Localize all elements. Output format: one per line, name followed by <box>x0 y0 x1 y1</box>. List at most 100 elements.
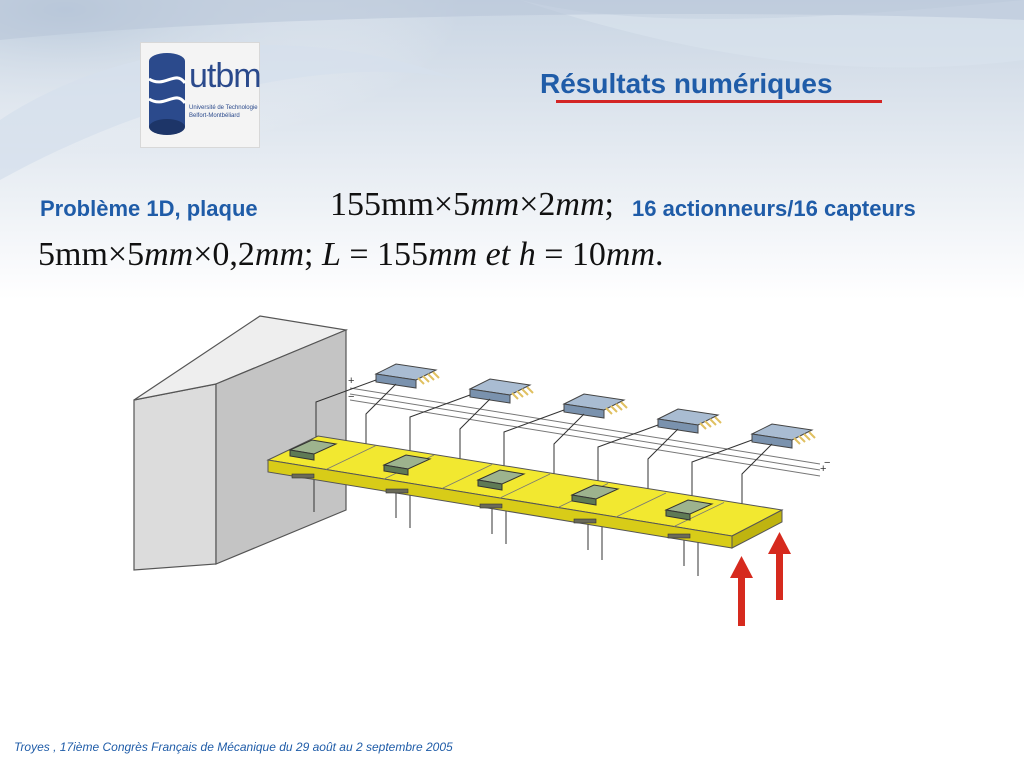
utbm-logo: utbm Université de Technologie Belfort-M… <box>140 42 262 148</box>
wire <box>597 424 659 492</box>
title-underline <box>556 100 882 103</box>
chip-pin <box>526 386 534 394</box>
length-value: = 155 <box>340 236 429 273</box>
segment-line <box>325 445 377 470</box>
piezo-patches <box>288 439 714 539</box>
actuator-sensor-count: 16 actionneurs/16 capteurs <box>632 196 916 221</box>
chip-pin <box>427 373 435 381</box>
patch-thickness: 0,2 <box>212 236 255 273</box>
logo-tagline: Université de Technologie <box>189 105 258 111</box>
piezo-patch <box>664 499 714 539</box>
chip-pin <box>798 435 806 443</box>
times-sign: × <box>433 186 454 223</box>
wiring-rails <box>349 387 821 477</box>
terminal-plus: + <box>820 463 826 475</box>
height-value: = 10 <box>535 236 606 273</box>
chip-pin <box>699 422 707 430</box>
unit: mm <box>144 236 194 273</box>
plate-dimensions-formula: 155mm×5mm×2mm; <box>330 186 614 224</box>
terminal-minus: − <box>824 457 830 469</box>
unit: mm <box>254 236 304 273</box>
chip-pin <box>615 403 623 411</box>
chip-pin <box>793 437 801 445</box>
patch-side <box>665 509 691 521</box>
patch-side <box>289 449 315 461</box>
chip-pin <box>709 418 717 426</box>
chip <box>750 423 816 449</box>
patch-length: 5mm <box>38 236 108 273</box>
times-sign: × <box>519 186 539 223</box>
footer-text: Troyes , 17ième Congrès Français de Méca… <box>14 740 453 754</box>
patch-bottom <box>385 488 409 494</box>
chip-pin <box>714 416 722 424</box>
piezo-patch <box>570 484 620 524</box>
wire <box>409 394 471 460</box>
semicolon: ; <box>604 186 614 223</box>
chip <box>562 393 628 419</box>
patch-bottom <box>291 473 315 479</box>
logo-word: utbm <box>189 57 262 95</box>
force-arrows <box>730 532 791 626</box>
piezo-patch <box>382 454 432 494</box>
dim-thickness: 2 <box>538 186 556 223</box>
chip-pin <box>417 377 425 385</box>
chip-side <box>563 403 605 419</box>
period: . <box>655 236 664 273</box>
chip <box>374 363 440 389</box>
logo-cylinder-icon <box>148 53 187 135</box>
wire <box>691 439 753 508</box>
height-symbol: h <box>518 236 536 273</box>
terminal-minus: − <box>348 391 354 403</box>
piezo-patch <box>476 469 526 509</box>
background-swirl <box>0 0 1024 300</box>
chip-pin <box>422 375 430 383</box>
patch-side <box>477 479 503 491</box>
chip-pin <box>808 431 816 439</box>
chip-pin <box>521 388 529 396</box>
chip-pin <box>605 407 613 415</box>
times-sign: × <box>193 236 213 273</box>
chip-pin <box>516 390 524 398</box>
times-sign: × <box>107 236 128 273</box>
chip-pin <box>620 401 628 409</box>
chip-pin <box>610 405 618 413</box>
patch-width: 5 <box>127 236 145 273</box>
semicolon: ; <box>304 236 314 273</box>
problem-label: Problème 1D, plaque <box>40 196 258 221</box>
chip-pin <box>704 420 712 428</box>
chip-pin <box>511 392 519 400</box>
chip-pin <box>803 433 811 441</box>
patch-bottom <box>667 533 691 539</box>
segment-line <box>615 492 667 518</box>
unit: mm <box>470 186 520 223</box>
cantilever-plate-diagram: + − + − <box>133 315 830 626</box>
segment-line <box>673 502 725 527</box>
dim-width: 5 <box>453 186 471 223</box>
conjunction: et <box>477 236 519 273</box>
segment-line <box>499 473 551 499</box>
patch-dimensions-formula: 5mm×5mm×0,2mm; L = 155mm et h = 10mm. <box>38 236 664 274</box>
piezo-patch <box>288 439 338 479</box>
unit: mm <box>605 236 656 273</box>
segment-line <box>441 464 493 489</box>
wire <box>503 409 565 476</box>
chip-side <box>657 418 699 434</box>
chip-side <box>751 433 793 449</box>
patch-side <box>571 494 597 506</box>
length-symbol: L <box>321 236 341 273</box>
patch-side <box>383 464 409 476</box>
logo-tagline: Belfort-Montbéliard <box>189 113 240 119</box>
chip-side <box>469 388 511 404</box>
patch-bottom <box>479 503 503 509</box>
chip <box>656 408 722 434</box>
controller-chips <box>374 363 816 449</box>
chip-pin <box>432 371 440 379</box>
chip-side <box>375 373 417 389</box>
slide-title: Résultats numériques <box>540 68 833 99</box>
unit: mm <box>428 236 478 273</box>
terminal-plus: + <box>348 375 354 387</box>
chip <box>468 378 534 404</box>
patch-bottom <box>573 518 597 524</box>
unit: mm <box>555 186 605 223</box>
dim-length: 155mm <box>330 186 434 223</box>
